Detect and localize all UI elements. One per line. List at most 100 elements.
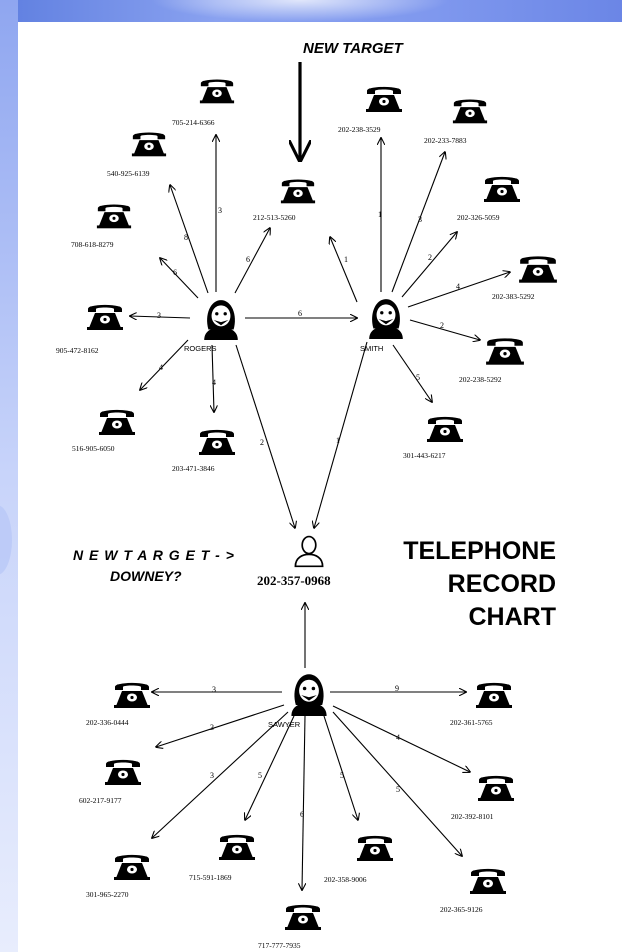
arrow-sawyer-9006 <box>323 715 358 820</box>
arrow-rogers-new <box>235 344 295 528</box>
label-301a: 301-443-6217 <box>403 451 446 460</box>
phone-icon <box>469 868 507 895</box>
label-2025292b: 202-238-5292 <box>459 375 502 384</box>
label-2028101: 202-392-8101 <box>451 812 494 821</box>
arrow-sawyer-8101 <box>332 705 470 772</box>
count-rogers-516: 4 <box>159 363 163 372</box>
new-target-label: NEW TARGET <box>303 40 403 57</box>
count-rogers-708: 6 <box>173 268 177 277</box>
chart-paper <box>18 22 622 952</box>
name-rogers: ROGERS <box>184 344 217 353</box>
phone-number-labels: 705-214-6366 540-925-6139 708-618-8279 2… <box>56 118 535 950</box>
count-rogers-smith: 6 <box>298 309 302 318</box>
arrow-sawyer-9126 <box>332 711 462 856</box>
arrow-smith-new <box>314 341 368 528</box>
phone-icon <box>104 759 142 786</box>
person-smith-icon <box>369 299 403 339</box>
downey-question-label: DOWNEY? <box>110 568 182 584</box>
count-sawyer-301: 3 <box>210 771 214 780</box>
arrow-smith-5292b <box>409 319 480 340</box>
label-301b: 301-965-2270 <box>86 890 129 899</box>
count-sawyer-715: 5 <box>258 771 262 780</box>
count-rogers-540: 8 <box>184 233 188 242</box>
phone-icon <box>365 86 403 113</box>
arrow-sawyer-602 <box>156 704 285 747</box>
phone-nodes <box>86 78 558 931</box>
count-sawyer-8101: 4 <box>396 733 400 742</box>
phone-icon <box>485 337 525 366</box>
count-rogers-705: 3 <box>218 206 222 215</box>
label-717: 717-777-7935 <box>258 941 301 950</box>
arrow-rogers-516 <box>140 339 189 390</box>
phone-icon <box>199 78 235 104</box>
phone-icon <box>113 854 151 881</box>
label-602: 602-217-9177 <box>79 796 122 805</box>
phone-icon <box>483 176 521 203</box>
count-smith-5059: 2 <box>428 253 432 262</box>
count-smith-5292a: 4 <box>456 282 460 291</box>
name-smith: SMITH <box>360 344 383 353</box>
name-sawyer: SAWYER <box>268 720 301 729</box>
phone-icon <box>96 203 132 229</box>
arrow-smith-301 <box>392 344 432 402</box>
count-smith-301: 5 <box>416 373 420 382</box>
call-count-labels: 3 8 6 6 3 4 4 6 2 1 1 3 2 4 2 5 1 3 3 3 … <box>157 206 460 819</box>
slide-top-highlight <box>150 0 450 22</box>
arrow-rogers-212 <box>234 228 270 294</box>
label-2025292a: 202-383-5292 <box>492 292 535 301</box>
phone-icon <box>452 98 488 124</box>
slide-left-decoration <box>0 505 12 575</box>
label-2025765: 202-361-5765 <box>450 718 493 727</box>
arrow-smith-5059 <box>401 232 457 298</box>
count-sawyer-602: 3 <box>210 723 214 732</box>
arrow-rogers-905 <box>130 316 191 318</box>
arrow-layer <box>130 135 510 890</box>
center-phone-number: 202-357-0968 <box>257 573 331 588</box>
count-smith-5292b: 2 <box>440 321 444 330</box>
label-2029006: 202-358-9006 <box>324 875 367 884</box>
count-rogers-203: 4 <box>212 378 216 387</box>
label-2027883: 202-233-7883 <box>424 136 467 145</box>
count-smith-212: 1 <box>344 255 348 264</box>
phone-icon <box>280 178 316 204</box>
phone-icon <box>218 834 256 861</box>
chart-title-line1: TELEPHONE <box>403 537 556 565</box>
label-540: 540-925-6139 <box>107 169 150 178</box>
label-2023529: 202-238-3529 <box>338 125 381 134</box>
arrow-smith-7883 <box>391 152 445 293</box>
arrow-rogers-203 <box>212 344 214 412</box>
count-sawyer-0444: 3 <box>212 685 216 694</box>
phone-icon <box>198 429 236 456</box>
phone-icon <box>86 304 124 331</box>
phone-icon <box>131 131 167 157</box>
label-203: 203-471-3846 <box>172 464 215 473</box>
phone-icon <box>356 835 394 862</box>
person-rogers-icon <box>204 300 238 340</box>
phone-icon <box>113 682 151 709</box>
label-2020444: 202-336-0444 <box>86 718 129 727</box>
phone-icon <box>518 255 558 284</box>
label-705: 705-214-6366 <box>172 118 215 127</box>
label-212: 212-513-5260 <box>253 213 296 222</box>
phone-icon <box>477 775 515 802</box>
count-rogers-905: 3 <box>157 311 161 320</box>
unknown-person-icon <box>294 535 324 568</box>
label-2029126: 202-365-9126 <box>440 905 483 914</box>
label-905: 905-472-8162 <box>56 346 99 355</box>
arrow-smith-5292a <box>407 272 510 308</box>
phone-icon <box>475 682 513 709</box>
count-sawyer-717: 6 <box>300 810 304 819</box>
count-rogers-212: 6 <box>246 255 250 264</box>
label-2025059: 202-326-5059 <box>457 213 500 222</box>
label-715: 715-591-1869 <box>189 873 232 882</box>
count-sawyer-9006: 5 <box>340 771 344 780</box>
phone-icon <box>426 416 464 443</box>
label-516: 516-905-6050 <box>72 444 115 453</box>
arrow-smith-212 <box>330 237 358 303</box>
count-sawyer-9126: 5 <box>396 785 400 794</box>
phone-icon <box>284 904 322 931</box>
chart-title-line3: CHART <box>468 603 557 631</box>
arrow-sawyer-715 <box>245 715 295 820</box>
arrow-sawyer-301 <box>152 711 289 838</box>
